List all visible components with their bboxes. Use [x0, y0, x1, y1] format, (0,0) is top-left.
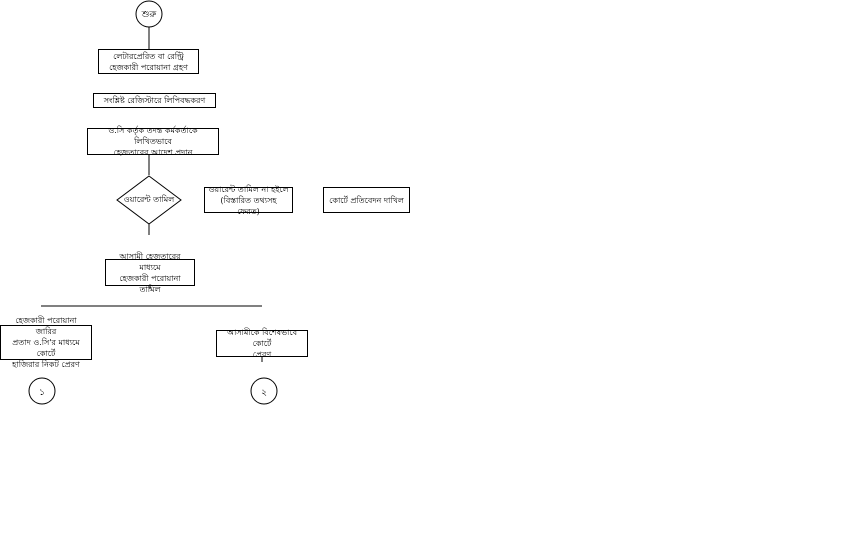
step-court-report: কোর্টে প্রতিবেদন দাখিল — [323, 187, 410, 213]
connector-node-left — [28, 377, 56, 405]
step-not-served: ওয়ারেন্ট তামিল না হইলে (বিস্তারিত তথ্যস… — [204, 185, 293, 216]
start-node — [135, 0, 163, 28]
connector-left-label: ১ — [39, 388, 45, 398]
decision-diamond — [116, 175, 182, 225]
step-warrant-served: আসামী হেজতারের মাধ্যমে হেজকারী পরোয়ানা … — [105, 252, 195, 294]
decision-label: ওয়ারেন্ট তামিল — [124, 195, 175, 204]
step-receive-warrant: লেটারপ্রেরিত বা রেন্ট্রি হেজকারী পরোয়ান… — [98, 49, 199, 74]
connector-right-label: ২ — [261, 388, 267, 398]
start-label: শুরু — [141, 10, 158, 20]
step-register-entry: সংশ্লিষ্ট রেজিস্টারে লিপিবদ্ধকরণ — [93, 93, 216, 108]
connector-node-right — [250, 377, 278, 405]
step-oc-order: ও.সি কর্তৃক তদন্ত কর্মকর্তাকে লিখিতভাবে … — [87, 126, 219, 157]
step-right-branch: আসামীকে বিশেষভাবে কোর্টে প্রেরণ — [216, 328, 308, 359]
step-left-branch: হেজকারী পরোয়ানা জারির প্রতাদ ও.সি'র মাধ… — [0, 316, 92, 369]
